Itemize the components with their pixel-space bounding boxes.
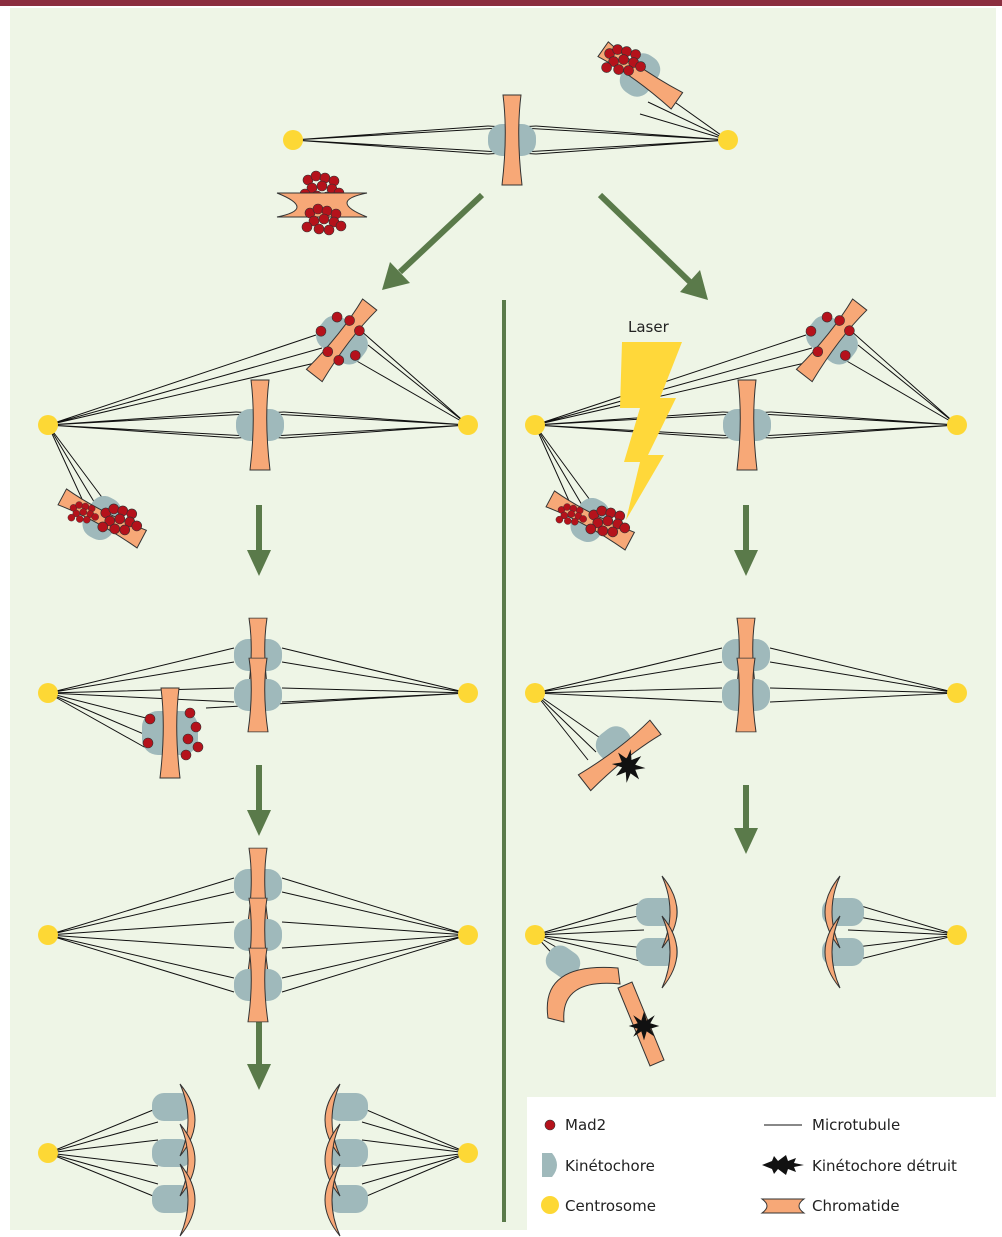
centrosome-right-r2-a [525,415,545,435]
chromatids-right-pole-a [636,875,678,989]
chromosome-monotelic-left [57,487,147,549]
legend-item-kinetochore-destroyed: Kinétochore détruit [762,1155,957,1175]
legend-item-centrosome: Centrosome [541,1196,656,1215]
chromatids-separating-right [324,1083,368,1237]
lagging-chromatids [545,945,665,1067]
centrosome-top-right [718,130,738,150]
centrosome-right-r4-a [525,925,545,945]
centrosome-top-left [283,130,303,150]
svg-text:Microtubule: Microtubule [812,1116,900,1134]
svg-text:Kinétochore: Kinétochore [565,1157,655,1175]
centrosome-left-r5-a [38,1143,58,1163]
chromatids-right-pole-b [822,875,864,989]
arrows [247,192,758,1090]
chromosome-unattached-mad2 [276,170,368,236]
centrosome-left-r4-a [38,925,58,945]
svg-text:Kinétochore détruit: Kinétochore détruit [812,1157,957,1175]
svg-text:Centrosome: Centrosome [565,1197,656,1215]
chromatids-separating-left [152,1083,196,1237]
legend-item-microtubule: Microtubule [764,1116,900,1134]
centrosome-left-r3-a [38,683,58,703]
svg-text:Chromatide: Chromatide [812,1197,900,1215]
chromosome-pulled-mad2 [142,687,204,779]
centrosome-right-r4-b [947,925,967,945]
centrosome-left-r2-a [38,415,58,435]
spindle-left-row3 [47,647,469,749]
chromosome-laser-destroyed [577,718,663,792]
centrosome-left-r4-b [458,925,478,945]
legend-item-chromatid: Chromatide [760,1197,900,1215]
chromosome-monotelic-mad2 [596,40,684,110]
centrosome-right-r2-b [947,415,967,435]
chromosome-monotelic-right [545,489,635,551]
centrosome-left-r3-b [458,683,478,703]
spindle-left-row4 [47,877,469,993]
laser-label: Laser [628,318,670,336]
centrosome-left-r5-b [458,1143,478,1163]
spindle-left-row2 [47,329,469,513]
chromosome-attaching-mad2-right [795,297,869,383]
top-border [0,0,1002,6]
legend-item-kinetochore: Kinétochore [542,1153,655,1177]
legend-item-mad2: Mad2 [544,1116,606,1134]
spindle-right-row3 [534,647,958,761]
svg-text:Mad2: Mad2 [565,1116,606,1134]
centrosome-left-r2-b [458,415,478,435]
spindle-left-row5 [47,1107,469,1199]
chromosome-attaching-mad2 [305,297,379,383]
centrosome-right-r3-b [947,683,967,703]
laser-bolt [620,342,682,520]
centrosome-right-r3-a [525,683,545,703]
legend: Mad2 Kinétochore Centrosome Microtubule … [527,1097,996,1230]
spindle-right-row2 [534,329,958,513]
